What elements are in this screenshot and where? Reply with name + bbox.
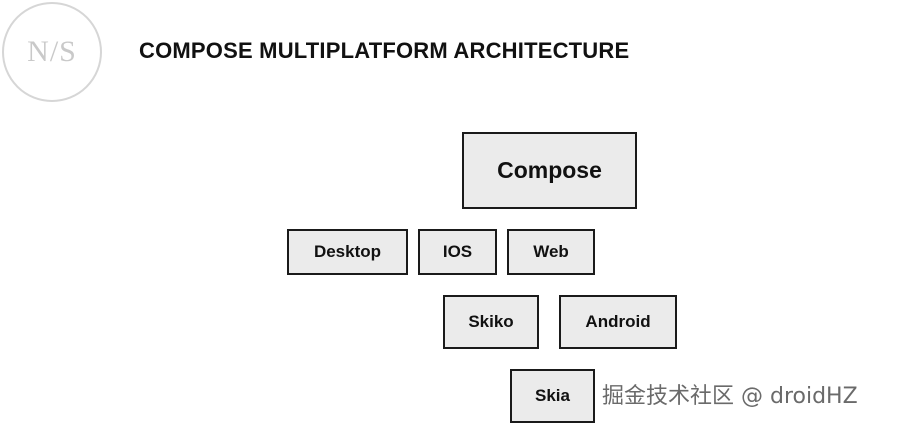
watermark: 掘金技术社区 @ droidHZ	[602, 384, 858, 409]
web-node: Web	[507, 229, 595, 275]
skia-node: Skia	[510, 369, 595, 423]
ns-logo: N/S	[2, 2, 102, 102]
logo-text: N/S	[27, 35, 77, 68]
desktop-node: Desktop	[287, 229, 408, 275]
ios-node: IOS	[418, 229, 497, 275]
android-node: Android	[559, 295, 677, 349]
compose-node: Compose	[462, 132, 637, 209]
skiko-node: Skiko	[443, 295, 539, 349]
page-title: COMPOSE MULTIPLATFORM ARCHITECTURE	[139, 38, 630, 63]
